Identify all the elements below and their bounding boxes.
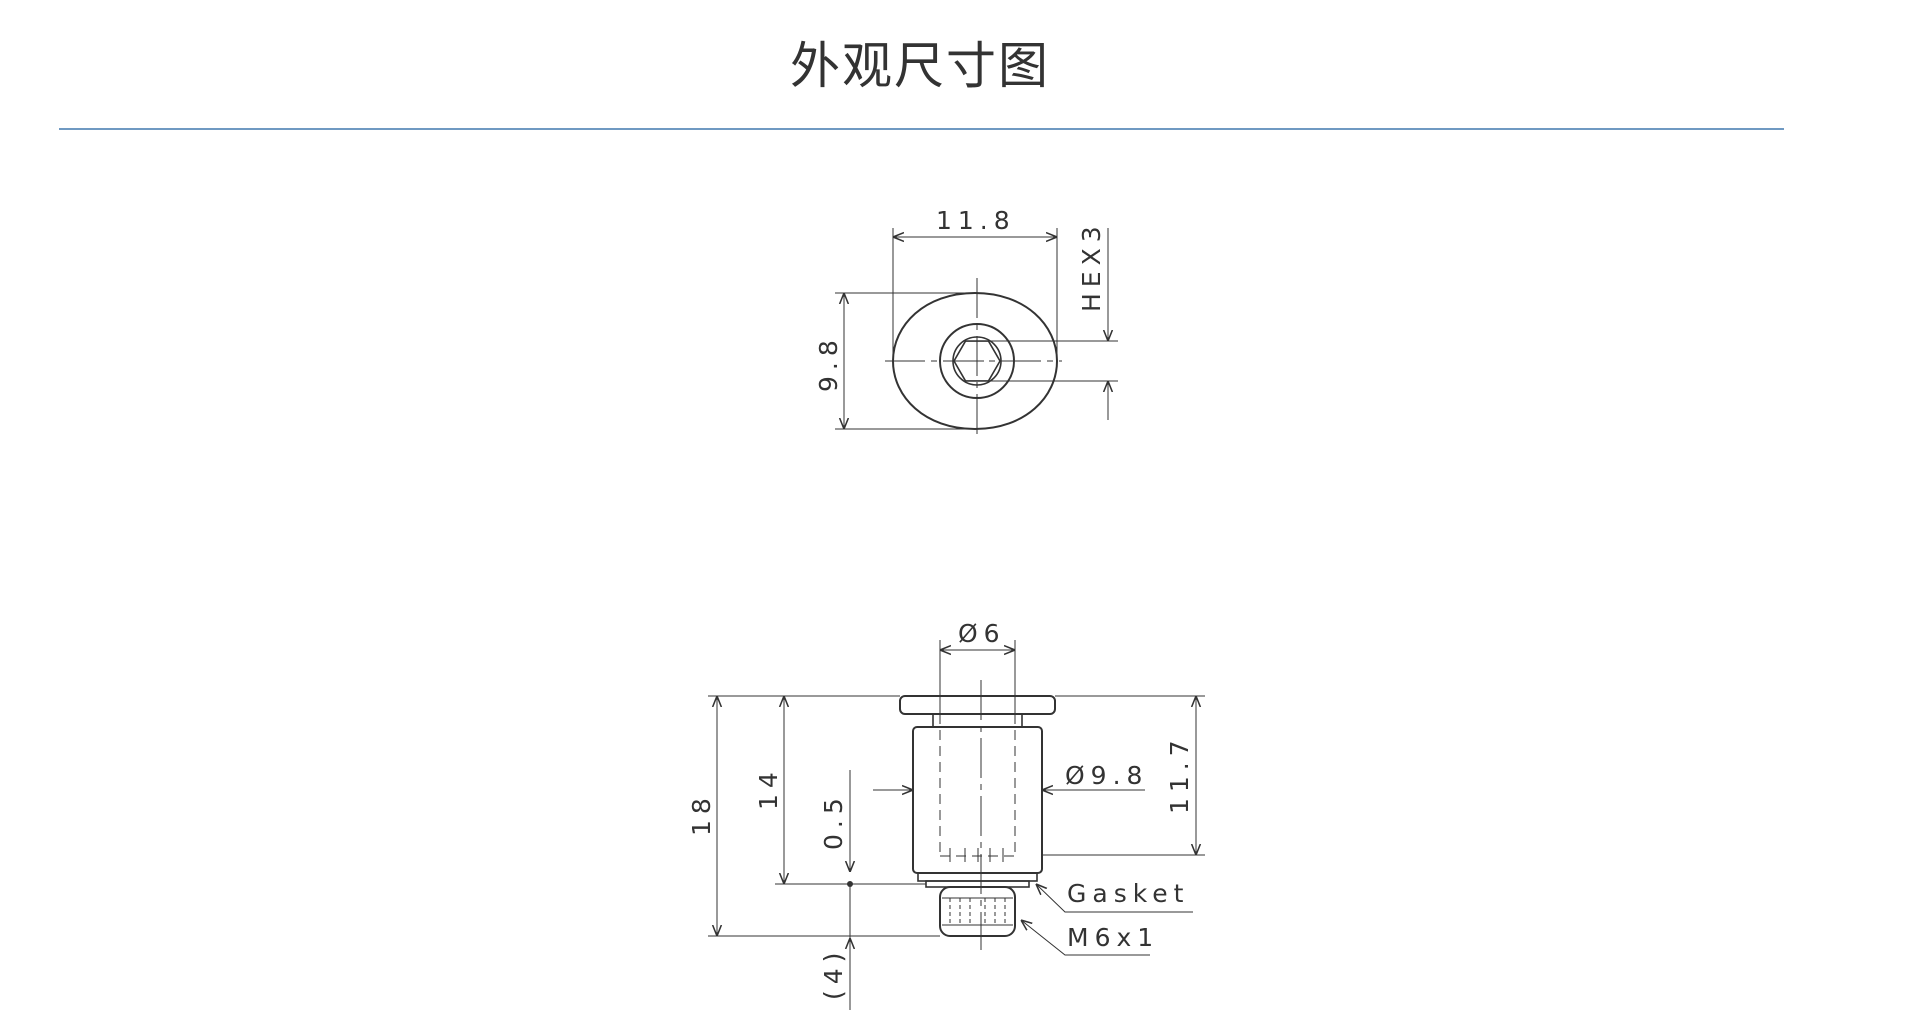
gasket-leader [1036, 884, 1193, 913]
thread-stud [939, 886, 1016, 937]
top-width-dim-label: 11.8 [936, 206, 1016, 235]
page-title: 外观尺寸图 [790, 37, 1050, 95]
body-dia-dim-label: Ø9.8 [1065, 761, 1148, 790]
thread-ref-dim-label: (4) [819, 947, 848, 1000]
fitting-flange [899, 695, 1056, 715]
top-hex-dim-label: HEX3 [1077, 220, 1106, 312]
top-height-dim-label: 9.8 [814, 334, 843, 392]
body-len-dim-label: 14 [754, 766, 783, 810]
thread-leader [1021, 920, 1150, 956]
overall-len-dim-label: 18 [687, 792, 716, 836]
fitting-base-ring [917, 872, 1038, 882]
title-divider [59, 128, 1784, 130]
top-view-outline [881, 297, 1055, 430]
gasket-label: Gasket [1067, 879, 1190, 908]
right-len-dim-label: 11.7 [1165, 734, 1194, 814]
gap-dim-label: 0.5 [819, 792, 848, 850]
tube-dia-dim-label: Ø6 [958, 619, 1006, 648]
top-view [835, 228, 1118, 440]
side-view [708, 640, 1205, 1010]
thread-spec-label: M6x1 [1067, 923, 1159, 952]
